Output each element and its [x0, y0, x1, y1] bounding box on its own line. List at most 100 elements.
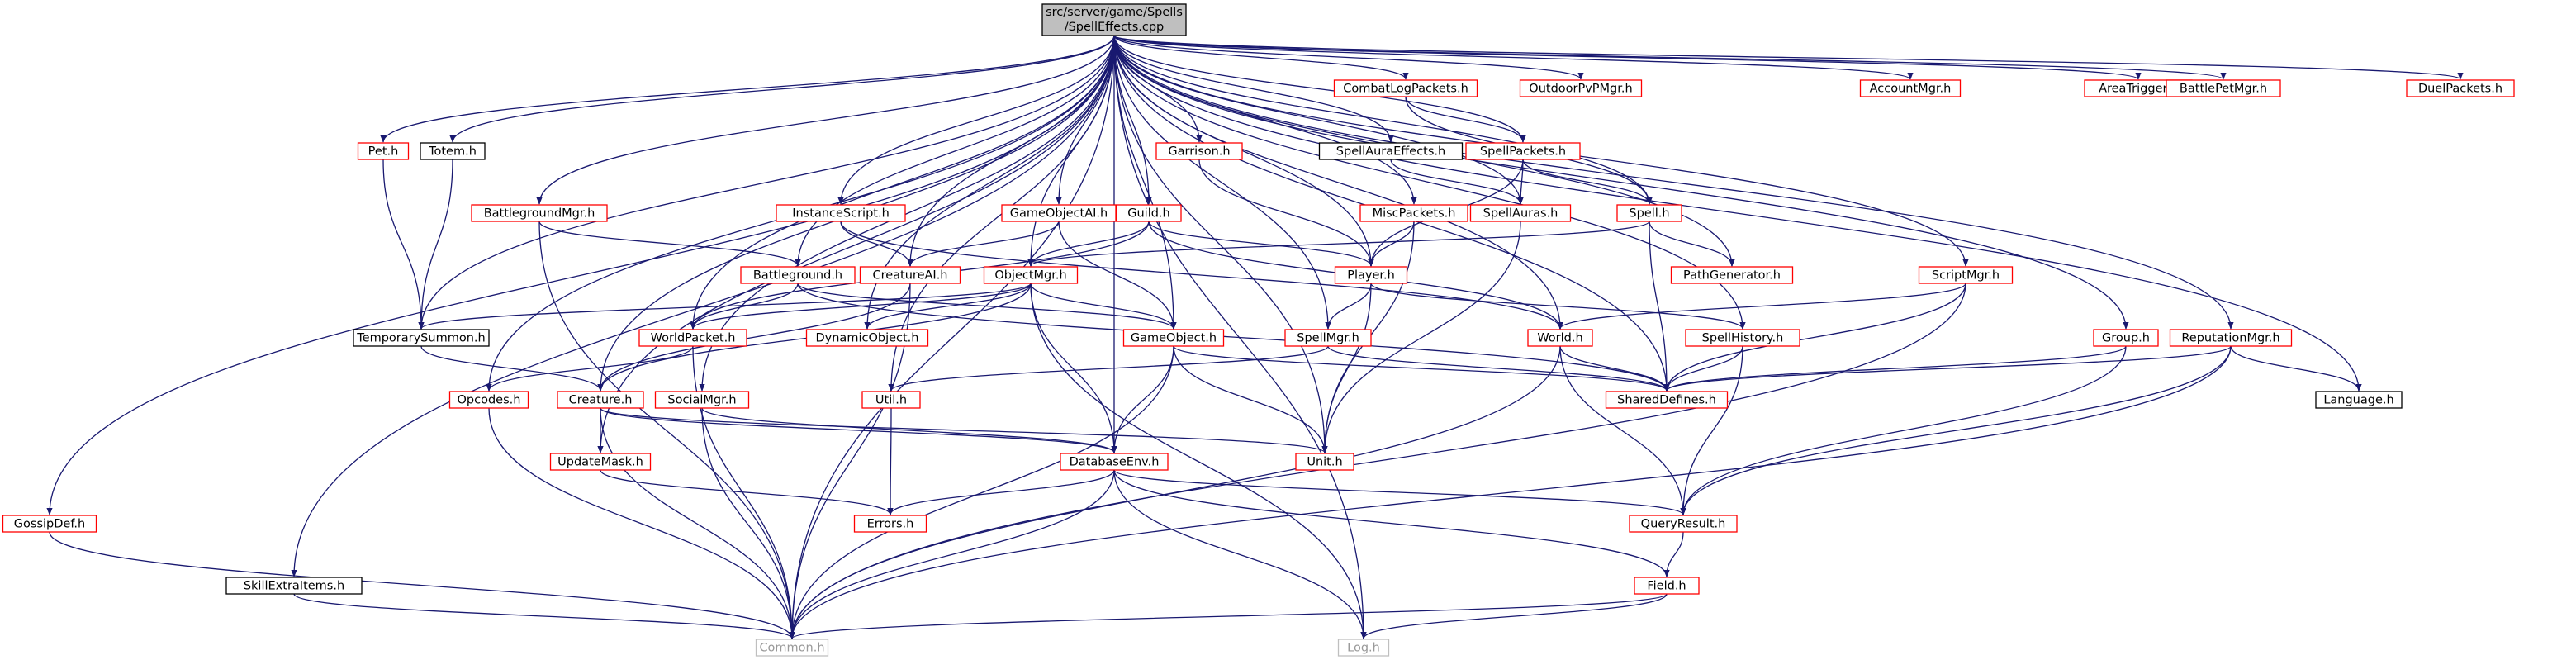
node-skill-extra-items[interactable]: SkillExtraItems.h [225, 577, 363, 595]
node-box [1616, 204, 1682, 222]
node-label: SkillExtraItems.h [244, 580, 344, 593]
node-garrison[interactable]: Garrison.h [1155, 142, 1243, 160]
node-label: Spell.h [1629, 207, 1669, 221]
node-outdoor-pv-pmgr[interactable]: OutdoorPvPMgr.h [1519, 79, 1643, 97]
edge-update-mask-to-errors [600, 469, 894, 515]
node-totem[interactable]: Totem.h [420, 142, 486, 160]
node-duel-packets[interactable]: DuelPackets.h [2406, 79, 2515, 97]
node-group[interactable]: Group.h [2093, 329, 2159, 347]
node-common[interactable]: Common.h [755, 639, 829, 657]
edge-root-to-instance-script [837, 35, 1115, 205]
edge-totem-to-temporary-summon [418, 159, 453, 330]
node-box [1337, 639, 1390, 657]
node-script-mgr[interactable]: ScriptMgr.h [1918, 266, 2014, 284]
edge-root-to-combat-log-packets [1113, 35, 1409, 80]
node-world[interactable]: World.h [1527, 329, 1593, 347]
edge-root-to-language [1113, 35, 2362, 392]
node-battle-pet-mgr[interactable]: BattlePetMgr.h [2166, 79, 2281, 97]
node-guild[interactable]: Guild.h [1116, 204, 1182, 222]
edge-social-mgr-to-common [701, 407, 795, 639]
node-log[interactable]: Log.h [1337, 639, 1390, 657]
node-label: GameObject.h [1131, 332, 1217, 345]
node-box [1469, 204, 1572, 222]
node-object-mgr[interactable]: ObjectMgr.h [983, 266, 1079, 284]
node-spell-aura-effects[interactable]: SpellAuraEffects.h [1318, 142, 1464, 160]
node-label: Common.h [759, 642, 824, 655]
edge-root-to-unit [1113, 35, 1328, 453]
edge-root-to-social-mgr [699, 35, 1115, 392]
edge-spell-mgr-to-util [888, 345, 1329, 392]
node-temporary-summon[interactable]: TemporarySummon.h [353, 329, 490, 347]
edge-object-mgr-to-temporary-summon [418, 283, 1032, 330]
node-box [755, 639, 829, 657]
node-field[interactable]: Field.h [1634, 577, 1700, 595]
edge-database-env-to-errors [887, 469, 1115, 515]
node-errors[interactable]: Errors.h [853, 515, 927, 533]
edge-database-env-to-query-result [1113, 469, 1686, 515]
node-box [1295, 453, 1354, 471]
node-box [2166, 79, 2281, 97]
edge-object-mgr-to-log [1030, 283, 1367, 639]
node-gossip-def[interactable]: GossipDef.h [2, 515, 97, 533]
node-query-result[interactable]: QueryResult.h [1629, 515, 1738, 533]
node-database-env[interactable]: DatabaseEnv.h [1060, 453, 1169, 471]
node-social-mgr[interactable]: SocialMgr.h [654, 391, 750, 409]
node-unit[interactable]: Unit.h [1295, 453, 1354, 471]
edge-spell-mgr-to-shared-defines [1327, 345, 1670, 392]
node-box [1629, 515, 1738, 533]
node-spell-history[interactable]: SpellHistory.h [1685, 329, 1800, 347]
node-box [1519, 79, 1643, 97]
node-game-object-ai[interactable]: GameObjectAI.h [1001, 204, 1117, 222]
node-game-object[interactable]: GameObject.h [1122, 329, 1225, 347]
node-box [983, 266, 1079, 284]
node-box [2, 515, 97, 533]
root-label-line-1: src/server/game/Spells [1046, 6, 1183, 19]
node-instance-script[interactable]: InstanceScript.h [776, 204, 906, 222]
edge-instance-script-to-creature-ai [840, 221, 913, 267]
node-util[interactable]: Util.h [861, 391, 921, 409]
node-box [448, 391, 529, 409]
node-label: Guild.h [1127, 207, 1170, 221]
edge-instance-script-to-world [840, 221, 1563, 330]
edge-spell-to-object-mgr [1027, 221, 1650, 267]
node-box [357, 142, 410, 160]
node-pet[interactable]: Pet.h [357, 142, 410, 160]
node-misc-packets[interactable]: MiscPackets.h [1359, 204, 1468, 222]
node-player[interactable]: Player.h [1334, 266, 1408, 284]
node-spell-mgr[interactable]: SpellMgr.h [1284, 329, 1372, 347]
edge-root-to-battleground [795, 35, 1115, 267]
node-label: AccountMgr.h [1870, 83, 1952, 96]
edge-group-to-query-result [1680, 345, 2127, 515]
edge-pet-to-temporary-summon [382, 159, 425, 330]
node-label: World.h [1537, 332, 1582, 345]
node-dynamic-object[interactable]: DynamicObject.h [805, 329, 929, 347]
node-box [1634, 577, 1700, 595]
node-creature-ai[interactable]: CreatureAI.h [859, 266, 961, 284]
node-world-packet[interactable]: WorldPacket.h [638, 329, 747, 347]
edge-reputation-mgr-to-shared-defines [1663, 345, 2232, 392]
node-reputation-mgr[interactable]: ReputationMgr.h [2169, 329, 2293, 347]
node-language[interactable]: Language.h [2315, 391, 2403, 409]
node-box [2315, 391, 2403, 409]
node-battleground[interactable]: Battleground.h [740, 266, 856, 284]
node-spell-packets[interactable]: SpellPackets.h [1465, 142, 1581, 160]
node-account-mgr[interactable]: AccountMgr.h [1859, 79, 1962, 97]
node-creature[interactable]: Creature.h [557, 391, 644, 409]
node-label: BattlePetMgr.h [2180, 83, 2267, 96]
node-battleground-mgr[interactable]: BattlegroundMgr.h [471, 204, 608, 222]
node-root[interactable]: src/server/game/Spells /SpellEffects.cpp [1041, 3, 1187, 36]
node-spell[interactable]: Spell.h [1616, 204, 1682, 222]
node-update-mask[interactable]: UpdateMask.h [549, 453, 652, 471]
node-label: Player.h [1347, 269, 1395, 283]
node-spell-auras[interactable]: SpellAuras.h [1469, 204, 1572, 222]
edge-root-to-battle-pet-mgr [1113, 35, 2227, 80]
node-shared-defines[interactable]: SharedDefines.h [1605, 391, 1729, 409]
node-path-generator[interactable]: PathGenerator.h [1670, 266, 1794, 284]
node-opcodes[interactable]: Opcodes.h [448, 391, 529, 409]
edge-combat-log-packets-to-spell-packets [1405, 96, 1526, 143]
edge-object-mgr-to-dynamic-object [864, 283, 1032, 330]
node-label: Pet.h [368, 145, 399, 159]
node-box [805, 329, 929, 347]
node-box [861, 391, 921, 409]
node-combat-log-packets[interactable]: CombatLogPackets.h [1333, 79, 1478, 97]
